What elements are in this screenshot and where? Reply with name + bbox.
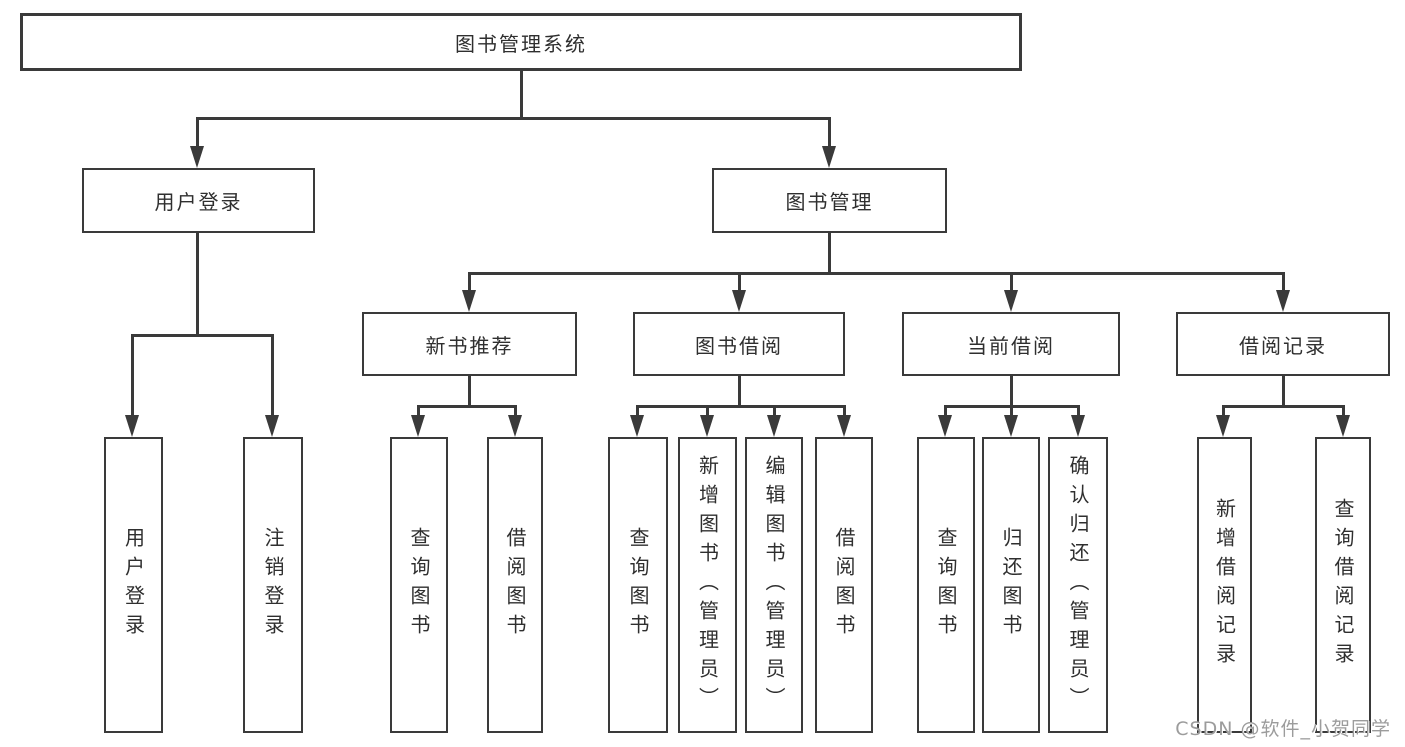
arrow-shaft (1010, 405, 1013, 417)
connector-segment (738, 376, 741, 407)
node-label: 新增图书（管理员） (695, 454, 720, 716)
node-label: 确认归还（管理员） (1066, 454, 1090, 716)
arrow-head-icon (822, 146, 836, 168)
connector-segment (197, 117, 831, 120)
node-label: 用户登录 (121, 527, 146, 643)
node-label: 新书推荐 (425, 333, 514, 358)
node-label: 借阅图书 (832, 527, 856, 643)
arrow-shaft (514, 405, 517, 417)
node-label: 借阅图书 (503, 527, 527, 643)
arrow-shaft (468, 272, 471, 292)
connector-segment (1282, 376, 1285, 407)
node-current-borrowing: 当前借阅 (902, 312, 1120, 376)
node-label: 图书借阅 (695, 333, 783, 358)
arrow-shaft (636, 405, 639, 417)
node-label: 新增借阅记录 (1212, 498, 1237, 672)
connector-segment (637, 405, 845, 408)
leaf-edit-books-admin: 编辑图书（管理员） (745, 437, 803, 733)
node-label: 查询图书 (626, 527, 650, 643)
arrow-shaft (1222, 405, 1225, 417)
node-borrowing-records: 借阅记录 (1176, 312, 1390, 376)
arrow-head-icon (938, 415, 952, 437)
arrow-shaft (1010, 272, 1013, 292)
arrow-head-icon (1004, 415, 1018, 437)
arrow-head-icon (630, 415, 644, 437)
connector-segment (418, 405, 516, 408)
leaf-query-books-borrowing: 查询图书 (608, 437, 668, 733)
arrow-head-icon (1216, 415, 1230, 437)
node-label: 编辑图书（管理员） (762, 454, 786, 716)
connector-segment (520, 71, 523, 118)
arrow-head-icon (1276, 290, 1290, 312)
arrow-head-icon (508, 415, 522, 437)
arrow-head-icon (700, 415, 714, 437)
leaf-query-books-current: 查询图书 (917, 437, 975, 733)
arrow-shaft (828, 117, 831, 148)
node-new-book-recommendation: 新书推荐 (362, 312, 577, 376)
arrow-shaft (706, 405, 709, 417)
leaf-add-books-admin: 新增图书（管理员） (678, 437, 737, 733)
node-label: 图书管理系统 (455, 31, 587, 56)
leaf-borrow-books-borrowing: 借阅图书 (815, 437, 873, 733)
node-book-management: 图书管理 (712, 168, 947, 233)
arrow-head-icon (732, 290, 746, 312)
node-label: 查询图书 (934, 527, 958, 643)
leaf-user-login: 用户登录 (104, 437, 163, 733)
node-label: 查询借阅记录 (1331, 498, 1355, 672)
arrow-head-icon (411, 415, 425, 437)
node-book-borrowing: 图书借阅 (633, 312, 845, 376)
arrow-shaft (196, 117, 199, 148)
leaf-borrow-books-recommend: 借阅图书 (487, 437, 543, 733)
connector-segment (1223, 405, 1344, 408)
arrow-head-icon (265, 415, 279, 437)
arrow-head-icon (190, 146, 204, 168)
arrow-shaft (843, 405, 846, 417)
node-library-management-system: 图书管理系统 (20, 13, 1022, 71)
leaf-query-borrow-record: 查询借阅记录 (1315, 437, 1371, 733)
arrow-shaft (1282, 272, 1285, 292)
node-label: 用户登录 (154, 190, 243, 214)
leaf-add-borrow-record: 新增借阅记录 (1197, 437, 1252, 733)
leaf-logout: 注销登录 (243, 437, 303, 733)
arrow-head-icon (837, 415, 851, 437)
node-label: 查询图书 (407, 527, 431, 643)
leaf-return-books: 归还图书 (982, 437, 1040, 733)
node-label: 注销登录 (261, 527, 285, 643)
arrow-head-icon (767, 415, 781, 437)
leaf-confirm-return-admin: 确认归还（管理员） (1048, 437, 1108, 733)
node-label: 借阅记录 (1239, 333, 1327, 358)
arrow-shaft (1342, 405, 1345, 417)
arrow-shaft (131, 334, 134, 417)
connector-segment (1010, 376, 1013, 407)
arrow-shaft (417, 405, 420, 417)
connector-segment (196, 233, 199, 336)
arrow-shaft (271, 334, 274, 417)
arrow-head-icon (1004, 290, 1018, 312)
node-user-login: 用户登录 (82, 168, 315, 233)
arrow-head-icon (125, 415, 139, 437)
leaf-query-books-recommend: 查询图书 (390, 437, 448, 733)
arrow-shaft (773, 405, 776, 417)
connector-segment (469, 272, 1284, 275)
connector-segment (132, 334, 273, 337)
arrow-shaft (944, 405, 947, 417)
arrow-shaft (738, 272, 741, 292)
arrow-shaft (1077, 405, 1080, 417)
node-label: 当前借阅 (967, 333, 1055, 358)
arrow-head-icon (1336, 415, 1350, 437)
node-label: 图书管理 (785, 190, 874, 214)
connector-segment (828, 233, 831, 274)
arrow-head-icon (462, 290, 476, 312)
connector-segment (468, 376, 471, 407)
node-label: 归还图书 (999, 527, 1023, 643)
arrow-head-icon (1071, 415, 1085, 437)
